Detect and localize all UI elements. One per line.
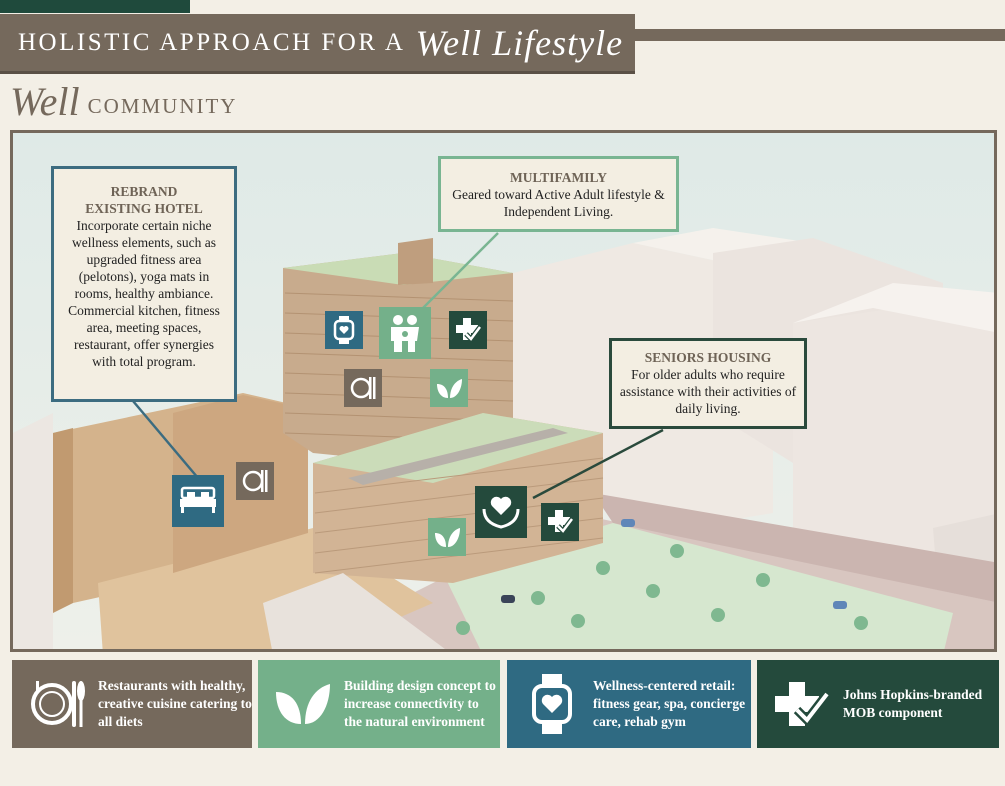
- medical-cross-icon: [767, 669, 837, 739]
- leaf-icon: [430, 369, 468, 407]
- legend-medical-office: Johns Hopkins-branded MOB component: [757, 660, 999, 748]
- dining-icon: [236, 462, 274, 500]
- legend-wellness-retail-text: Wellness-centered retail: fitness gear, …: [593, 678, 746, 729]
- callout-multifamily: MULTIFAMILY Geared toward Active Adult l…: [438, 156, 679, 232]
- callout-seniors-title: SENIORS HOUSING: [644, 350, 772, 365]
- title-rule: [635, 29, 1005, 41]
- legend-wellness-retail: Wellness-centered retail: fitness gear, …: [507, 660, 751, 748]
- callout-multifamily-body: Geared toward Active Adult lifestyle & I…: [452, 187, 665, 219]
- leaf-icon: [268, 669, 338, 739]
- section-subtitle: Well COMMUNITY: [10, 82, 237, 122]
- subtitle-script: Well: [10, 79, 80, 124]
- page-title: HOLISTIC APPROACH FOR A: [18, 28, 406, 56]
- family-icon: [379, 307, 431, 359]
- callout-hotel-title-line1: REBRAND: [110, 184, 178, 199]
- smartwatch-icon: [325, 311, 363, 349]
- dining-icon: [22, 669, 92, 739]
- dining-icon: [344, 369, 382, 407]
- title-banner: HOLISTIC APPROACH FOR A Well Lifestyle: [0, 14, 635, 74]
- legend-restaurants: Restaurants with healthy, creative cuisi…: [12, 660, 252, 748]
- smartwatch-icon: [517, 669, 587, 739]
- page-title-script: Well Lifestyle: [415, 22, 624, 63]
- callout-seniors-body: For older adults who require assistance …: [619, 367, 797, 416]
- callout-hotel-title-line2: EXISTING HOTEL: [85, 201, 203, 216]
- legend-building-design-text: Building design concept to increase conn…: [344, 678, 496, 729]
- callout-rebrand-hotel: REBRAND EXISTING HOTEL Incorporate certa…: [51, 166, 237, 402]
- bed-icon: [172, 475, 224, 527]
- subtitle-caps: COMMUNITY: [87, 94, 238, 118]
- top-accent-tab: [0, 0, 190, 13]
- callout-seniors-housing: SENIORS HOUSING For older adults who req…: [609, 338, 807, 429]
- heart-hands-icon: [475, 486, 527, 538]
- legend-restaurants-text: Restaurants with healthy, creative cuisi…: [98, 678, 252, 729]
- legend-building-design: Building design concept to increase conn…: [258, 660, 500, 748]
- leaf-icon: [428, 518, 466, 556]
- community-illustration: REBRAND EXISTING HOTEL Incorporate certa…: [10, 130, 997, 652]
- medical-cross-icon: [449, 311, 487, 349]
- callout-multifamily-title: MULTIFAMILY: [509, 170, 608, 185]
- legend-medical-office-text: Johns Hopkins-branded MOB component: [843, 687, 983, 720]
- medical-cross-icon: [541, 503, 579, 541]
- callout-hotel-body: Incorporate certain niche wellness eleme…: [68, 218, 220, 369]
